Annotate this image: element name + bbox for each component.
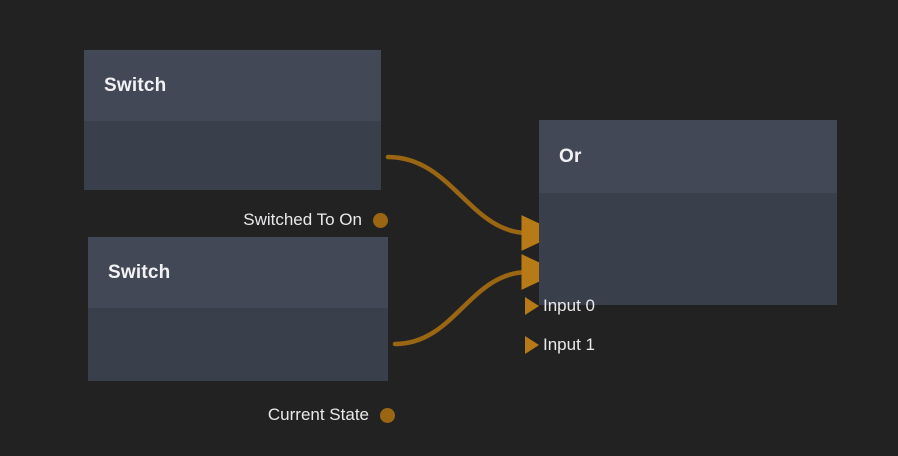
- output-port-dot-icon[interactable]: [380, 407, 395, 423]
- connection-wire[interactable]: [392, 254, 560, 347]
- connection-wire[interactable]: [385, 154, 560, 251]
- output-port-dot-icon[interactable]: [373, 212, 388, 228]
- node-header[interactable]: Switch: [84, 50, 381, 121]
- port-label: Current State: [267, 405, 369, 424]
- port-label: Input 1: [543, 335, 595, 354]
- port-label: Input 0: [543, 296, 595, 315]
- input-port-input-0[interactable]: Input 0: [525, 294, 595, 318]
- node-body: Current State: [88, 308, 395, 424]
- node-switch-1[interactable]: Switch Switched To On: [84, 50, 388, 229]
- node-title: Switch: [108, 261, 171, 283]
- node-switch-2[interactable]: Switch Current State: [88, 237, 395, 424]
- node-header[interactable]: Switch: [88, 237, 388, 308]
- input-arrow-icon[interactable]: [525, 336, 539, 354]
- node-body: Input 0 Input 1: [525, 193, 837, 354]
- node-or-1[interactable]: Or Input 0 Input 1: [525, 120, 837, 354]
- node-header[interactable]: Or: [539, 120, 837, 193]
- output-port-switched-to-on[interactable]: Switched To On: [243, 208, 388, 232]
- input-port-input-1[interactable]: Input 1: [525, 333, 595, 357]
- port-label: Switched To On: [243, 210, 362, 229]
- node-title: Or: [559, 145, 582, 167]
- input-arrow-icon[interactable]: [525, 297, 539, 315]
- node-body: Switched To On: [84, 121, 388, 229]
- node-title: Switch: [104, 74, 167, 96]
- output-port-current-state[interactable]: Current State: [267, 403, 395, 427]
